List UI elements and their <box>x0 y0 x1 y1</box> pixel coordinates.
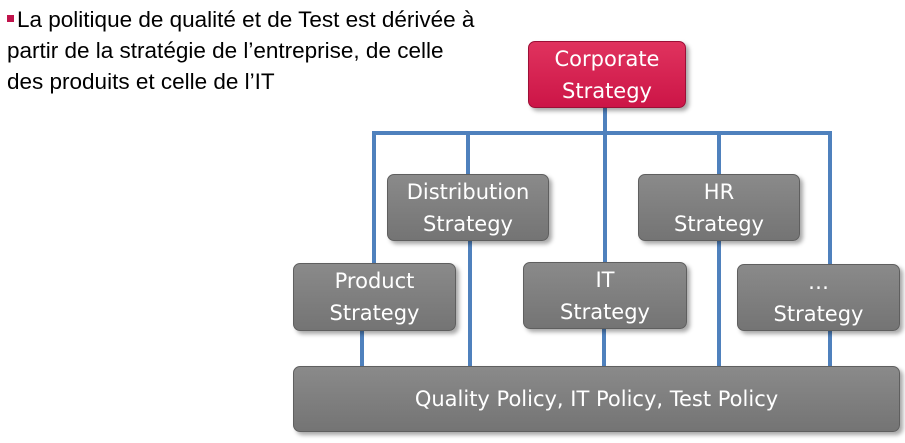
it-strategy-box: IT Strategy <box>523 262 687 329</box>
bullet-text-block: La politique de qualité et de Test est d… <box>7 4 477 97</box>
hr-strategy-box: HR Strategy <box>638 174 800 241</box>
it-strategy-line1: IT <box>595 267 615 292</box>
distribution-strategy-box: Distribution Strategy <box>387 174 549 241</box>
policy-bar-label: Quality Policy, IT Policy, Test Policy <box>414 387 779 411</box>
other-strategy-box: … Strategy <box>737 264 900 331</box>
distribution-strategy-line1: Distribution <box>406 179 530 204</box>
bullet-square-icon <box>7 15 14 22</box>
bullet-text: La politique de qualité et de Test est d… <box>7 7 475 94</box>
it-strategy-line2: Strategy <box>560 299 650 324</box>
product-strategy-box: Product Strategy <box>293 263 456 331</box>
corporate-strategy-box: Corporate Strategy <box>528 41 686 108</box>
other-strategy-line2: Strategy <box>773 301 864 326</box>
other-strategy-line1: … <box>808 269 829 294</box>
product-strategy-line1: Product <box>334 269 415 293</box>
hr-strategy-line1: HR <box>703 179 735 204</box>
corporate-strategy-line1: Corporate <box>554 46 660 71</box>
hr-strategy-line2: Strategy <box>674 211 764 236</box>
product-strategy-line2: Strategy <box>329 301 420 325</box>
distribution-strategy-line2: Strategy <box>423 211 513 236</box>
corporate-strategy-line2: Strategy <box>562 78 652 103</box>
policy-bar: Quality Policy, IT Policy, Test Policy <box>293 366 900 432</box>
